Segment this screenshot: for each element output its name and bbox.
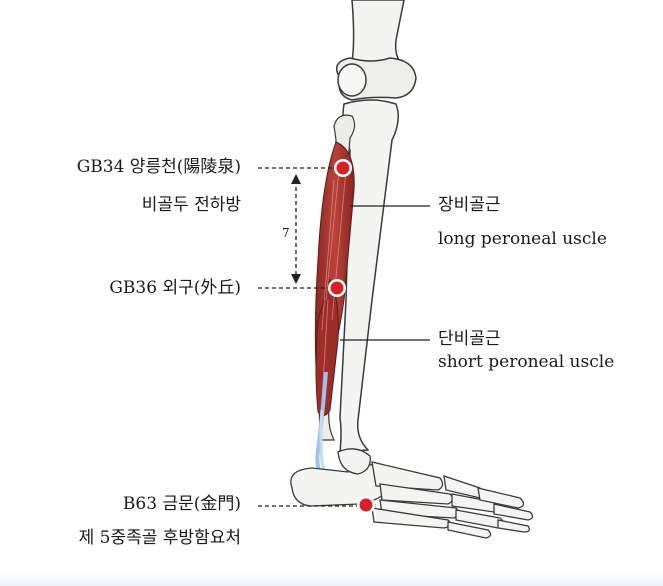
b63-location: 제 5중족골 후방함요처 bbox=[78, 528, 241, 548]
dimension-arrows bbox=[291, 174, 301, 284]
long-peroneal-korean: 장비골근 bbox=[438, 195, 501, 215]
acupoint-gb36 bbox=[328, 279, 346, 297]
distance-label: 7 bbox=[282, 226, 290, 240]
long-peroneal-english: long peroneal uscle bbox=[438, 229, 607, 249]
patella-bone bbox=[337, 63, 367, 97]
foot-bones bbox=[290, 448, 534, 539]
bottom-band bbox=[0, 572, 663, 586]
gb34-label: GB34 양릉천(陽陵泉) bbox=[76, 157, 241, 177]
acupoint-b63 bbox=[357, 496, 375, 514]
gb36-label: GB36 외구(外丘) bbox=[109, 278, 241, 298]
short-peroneal-english: short peroneal uscle bbox=[438, 352, 615, 372]
b63-label: B63 금문(金門) bbox=[122, 494, 241, 514]
leader-lines bbox=[258, 167, 362, 507]
acupoint-gb34 bbox=[334, 159, 352, 177]
short-peroneal-korean: 단비골근 bbox=[438, 329, 501, 349]
gb34-location: 비골두 전하방 bbox=[141, 195, 241, 215]
